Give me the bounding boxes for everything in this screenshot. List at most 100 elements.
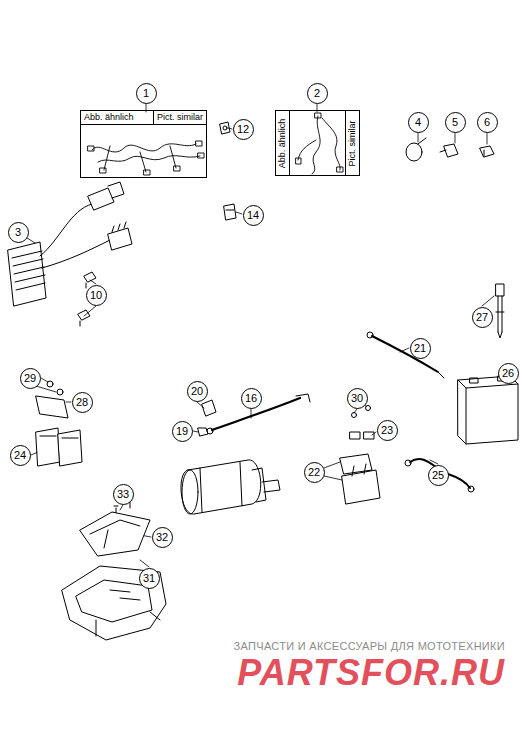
starter-cable — [207, 428, 213, 434]
callout-number: 23 — [377, 420, 398, 441]
starter-relay — [340, 454, 372, 474]
battery-tray — [96, 590, 160, 636]
picture-similar-frame: Abb. ähnlichPict. similar — [275, 110, 360, 176]
starter-motor — [181, 460, 261, 514]
fuse — [350, 432, 374, 439]
callout-number: 29 — [20, 368, 41, 389]
screw — [47, 381, 63, 395]
voltage-regulator — [108, 182, 124, 198]
clip — [484, 150, 485, 156]
voltage-regulator — [108, 228, 132, 250]
screw — [352, 413, 357, 418]
starter-motor — [181, 460, 280, 514]
starter-relay — [342, 470, 380, 504]
column-rule — [345, 111, 346, 175]
clip — [223, 126, 227, 130]
voltage-regulator — [40, 204, 110, 268]
cable-tie — [406, 138, 426, 161]
bolt — [80, 321, 81, 326]
callout-number: 26 — [498, 363, 519, 384]
wiring-harness — [88, 141, 204, 175]
leader-line — [140, 560, 149, 567]
starter-relay — [352, 464, 366, 476]
callout-number: 25 — [428, 465, 449, 486]
wiring-harness — [92, 144, 196, 152]
wiring-harness — [144, 170, 150, 175]
ground-cable — [405, 460, 411, 466]
callout-number: 16 — [241, 388, 262, 409]
callout-number: 19 — [172, 421, 193, 442]
voltage-regulator — [112, 222, 126, 232]
voltage-regulator — [8, 242, 46, 306]
battery — [458, 376, 518, 444]
starter-relay — [340, 454, 380, 504]
battery-tray — [76, 580, 152, 622]
wiring-harness — [104, 146, 176, 172]
wiring-harness — [322, 118, 340, 170]
battery — [458, 376, 518, 444]
column-rule — [289, 111, 290, 175]
clip — [220, 122, 230, 134]
fuse-box — [36, 428, 60, 466]
wiring-harness — [174, 166, 180, 171]
callout-number: 6 — [477, 112, 498, 133]
wiring-harness — [315, 113, 321, 118]
leader-line — [455, 133, 456, 143]
frame-note: Pict. similar — [348, 120, 357, 166]
ecu-holder — [80, 512, 150, 556]
ecu-holder — [80, 512, 150, 556]
bolt — [84, 272, 96, 282]
callout-number: 24 — [10, 445, 31, 466]
callout-number: 31 — [139, 568, 160, 589]
connector-cover — [224, 204, 236, 220]
leader-line — [324, 462, 342, 480]
ecu-holder — [90, 520, 140, 548]
battery-cable — [367, 332, 373, 338]
callout-number: 10 — [86, 285, 107, 306]
wiring-harness — [296, 113, 343, 174]
leader-line — [418, 133, 419, 142]
battery — [470, 378, 478, 383]
wiring-harness — [296, 158, 301, 164]
clip — [444, 144, 458, 157]
leader-line — [228, 128, 232, 129]
nut — [198, 428, 208, 436]
voltage-regulator — [88, 188, 114, 210]
clip — [480, 146, 494, 157]
bolt — [86, 283, 87, 288]
callout-number: 20 — [187, 381, 208, 402]
callout-number: 2 — [307, 83, 328, 104]
fuse-box — [40, 436, 78, 438]
wiring-harness — [88, 146, 94, 151]
frame-note: Abb. ähnlich — [81, 111, 153, 124]
clip — [220, 122, 230, 134]
wiring-harness — [196, 141, 202, 146]
callout-number: 32 — [152, 527, 173, 548]
callout-number: 1 — [136, 83, 157, 104]
battery-cable — [372, 336, 438, 372]
fuse — [364, 432, 374, 439]
leader-line — [236, 212, 242, 214]
callout-number: 21 — [410, 338, 431, 359]
fuse-holder — [496, 284, 504, 338]
wiring-harness — [98, 156, 200, 162]
callout-number: 4 — [408, 112, 429, 133]
clip — [440, 144, 458, 157]
screw — [366, 406, 371, 411]
starter-motor — [252, 468, 266, 502]
screw — [47, 381, 53, 387]
starter-motor — [182, 470, 198, 514]
ground-cable — [405, 459, 474, 492]
starter-motor — [200, 462, 242, 512]
bracket — [36, 396, 68, 418]
screw — [57, 389, 63, 395]
terminal-cap — [202, 400, 216, 416]
picture-similar-frame: Abb. ähnlichPict. similar — [80, 110, 207, 178]
battery-tray — [62, 566, 166, 640]
cable-tie — [406, 143, 422, 161]
clip — [480, 146, 494, 157]
battery-cable — [367, 332, 444, 378]
starter-motor — [262, 480, 280, 492]
frame-note: Pict. similar — [153, 111, 206, 124]
